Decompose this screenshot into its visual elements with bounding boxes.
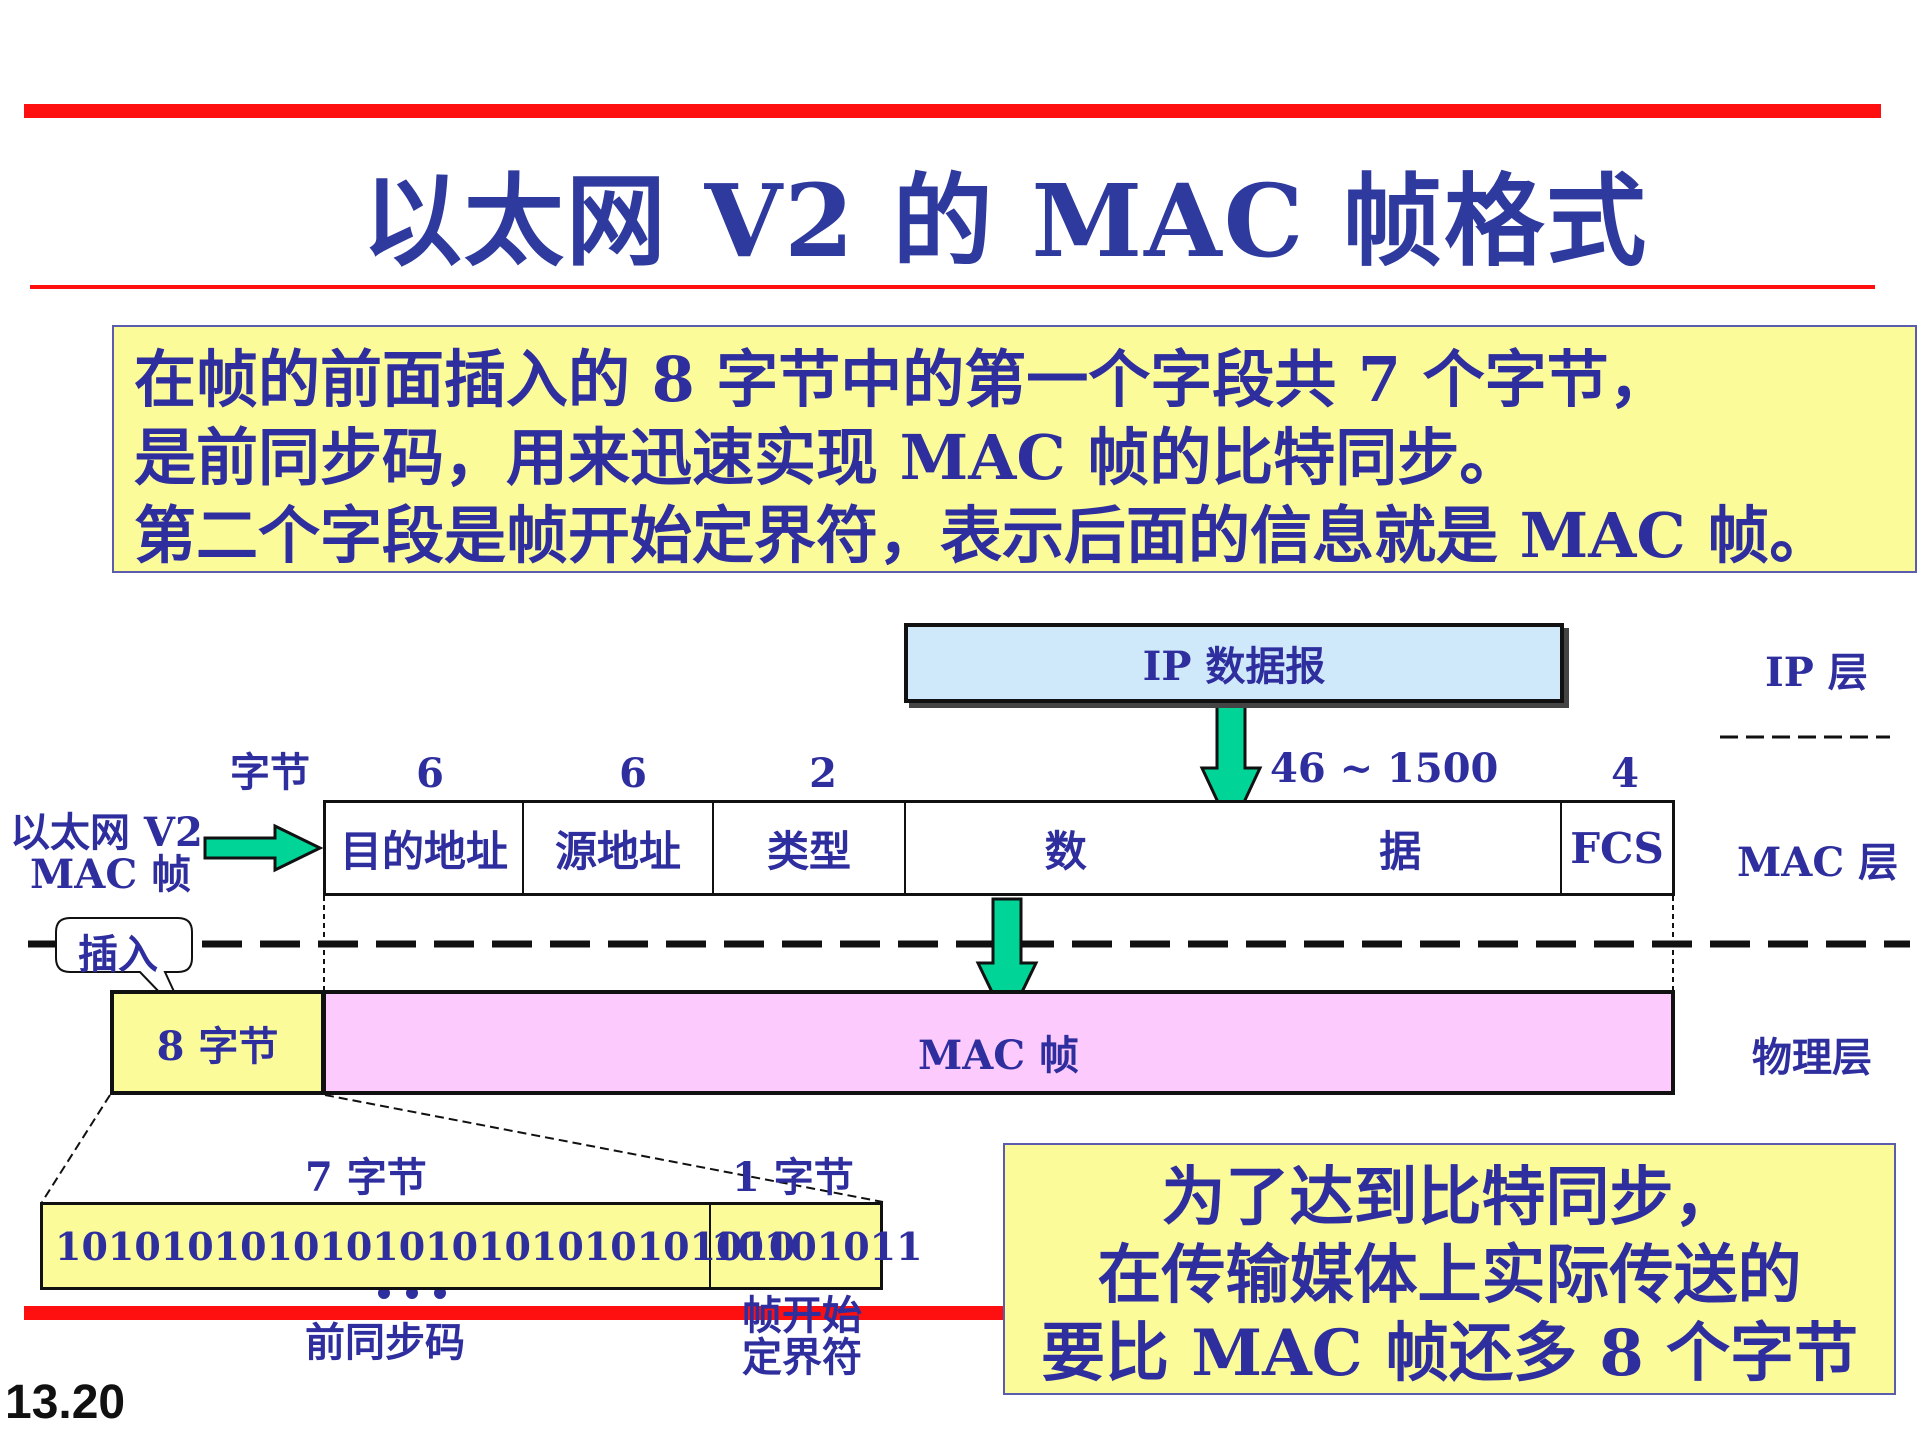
preamble-bits: 10101010101010 10101010101010: [43, 1205, 795, 1287]
field-bytes: 6: [416, 750, 444, 797]
field-destination-address: 目的地址: [326, 803, 524, 893]
ip-layer-label: IP 层: [1765, 649, 1868, 696]
note-line: 要比 MAC 帧还多 8 个字节: [1040, 1316, 1859, 1391]
field-fcs: FCS: [1570, 823, 1664, 873]
expand-right: [324, 1094, 884, 1203]
field-bytes: 4: [1611, 750, 1639, 797]
frame-label-line1: 以太网 V2: [10, 809, 203, 856]
frame-label-line2: MAC 帧: [30, 851, 192, 898]
sfd-bits: 10101011: [711, 1223, 923, 1269]
title-red-rule: [30, 285, 1875, 289]
sfd-name-line: 帧开始: [742, 1292, 862, 1339]
info-box: 在帧的前面插入的 8 字节中的第一个字段共 7 个字节， 是前同步码，用来迅速实…: [112, 325, 1917, 573]
field-source-address: 源地址: [524, 803, 714, 893]
field-type: 类型: [714, 803, 906, 893]
preamble-bytes-label: 7 字节: [305, 1154, 427, 1201]
note-line: 在传输媒体上实际传送的: [1097, 1238, 1802, 1313]
mac-frame-fields: 目的地址 源地址 类型 数 据 FCS: [323, 800, 1675, 896]
sync-note-box: 为了达到比特同步， 在传输媒体上实际传送的 要比 MAC 帧还多 8 个字节: [1003, 1143, 1896, 1395]
expand-left: [41, 1094, 111, 1203]
physical-mac-frame-box: MAC 帧: [322, 990, 1675, 1095]
sfd-name-line: 定界符: [742, 1334, 862, 1381]
note-line: 为了达到比特同步，: [1161, 1160, 1738, 1235]
bit-pattern-row: 10101010101010 10101010101010 10101011: [40, 1202, 923, 1290]
info-line: 在帧的前面插入的 8 字节中的第一个字段共 7 个字节，: [134, 343, 1671, 416]
top-red-rule: [24, 104, 1881, 118]
physical-layer-label: 物理层: [1752, 1034, 1872, 1081]
info-line: 第二个字段是帧开始定界符，表示后面的信息就是 MAC 帧。: [134, 499, 1832, 572]
preamble-name: 前同步码: [305, 1319, 465, 1366]
slide-number: 13.20: [5, 1376, 126, 1429]
field-bytes: 2: [809, 750, 837, 797]
sfd-name: 帧开始 定界符: [742, 1295, 862, 1379]
bytes-label: 字节: [230, 749, 310, 796]
page-title: 以太网 V2 的 MAC 帧格式: [361, 162, 1649, 280]
field-data: 数 据: [906, 803, 1562, 893]
bottom-red-rule: [24, 1306, 1004, 1320]
info-line: 是前同步码，用来迅速实现 MAC 帧的比特同步。: [134, 421, 1522, 494]
preamble-bits-right: 10101010101010: [425, 1223, 796, 1269]
field-bytes: 6: [619, 750, 647, 797]
mac-frame-right-arrow: [203, 823, 324, 873]
ip-datagram-box: IP 数据报: [904, 623, 1564, 703]
ip-down-arrow: [1199, 704, 1263, 834]
ellipsis-dot: [378, 1287, 390, 1299]
ellipsis-dot: [434, 1287, 446, 1299]
insert-callout: 插入: [78, 931, 158, 978]
field-bytes: 46 ~ 1500: [1270, 745, 1499, 792]
mac-layer-label: MAC 层: [1737, 839, 1899, 886]
preamble-8-bytes-box: 8 字节: [110, 990, 325, 1095]
preamble-bits-left: 10101010101010: [55, 1223, 426, 1269]
ellipsis-dot: [406, 1287, 418, 1299]
sfd-bytes-label: 1 字节: [732, 1154, 854, 1201]
